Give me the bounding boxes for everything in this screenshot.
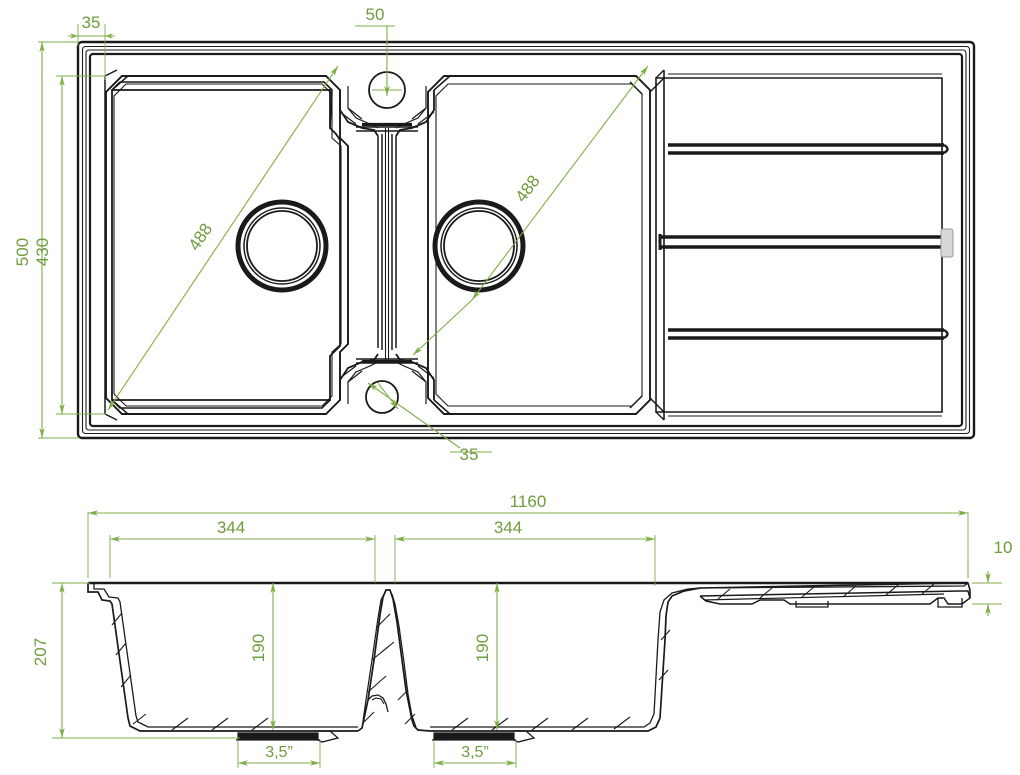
drainboard-ridge [658,234,944,250]
dim-drain-size-right: 3,5” [461,744,489,761]
plan-dimensions [38,24,649,453]
dim-rim-width-left: 35 [82,13,101,32]
center-divider [339,86,435,404]
dim-bowl-depth-right: 190 [473,634,492,662]
section-dimension-labels: 1160 344 344 10 207 190 190 3,5” 3,5” [31,492,1012,761]
section-view: 1160 344 344 10 207 190 190 3,5” 3,5” [31,492,1012,768]
dim-bowl-depth-left: 190 [249,634,268,662]
dim-overflow-hole-diameter: 35 [460,445,479,464]
drainboard-ridge [668,328,949,340]
drainboard [649,69,954,421]
sink-outer-rim [76,40,976,440]
dim-bowl-width-left: 344 [217,518,245,537]
section-drainboard [687,582,971,608]
dim-rim-thickness: 10 [994,538,1013,557]
dim-tap-hole-diameter: 50 [366,5,385,24]
dim-drain-size-left: 3,5” [265,744,293,761]
dim-overall-height: 207 [31,638,50,666]
section-right-bowl [430,587,701,743]
dim-bowl-depth: 430 [33,238,52,266]
dim-overall-length: 1160 [510,492,547,511]
overflow-hole [365,380,399,414]
dim-bowl-width-right: 344 [494,518,522,537]
plan-view: 500 430 35 50 488 488 35 [13,5,976,464]
drainboard-side-tab [940,228,954,258]
section-center-divider [357,589,431,732]
section-dimensions [52,510,1002,768]
drainboard-ridge [668,143,949,155]
section-left-bowl [87,583,358,743]
dim-overall-depth: 500 [13,238,32,266]
